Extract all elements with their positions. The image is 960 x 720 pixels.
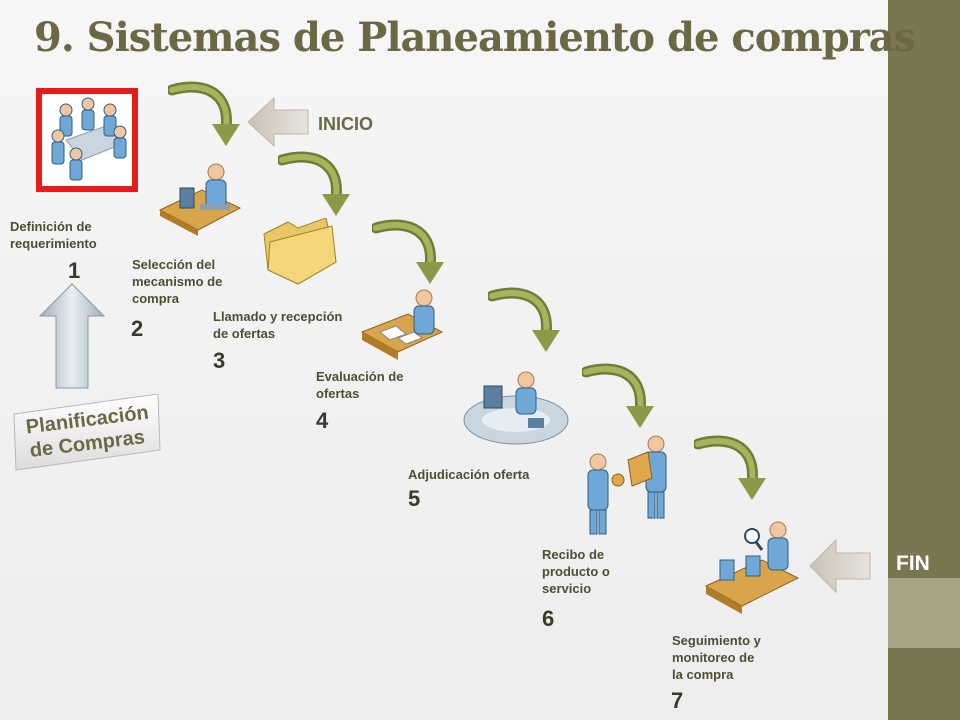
workstation-desk-icon: [463, 371, 569, 445]
step-5-number: 5: [408, 486, 421, 511]
end-arrow-icon: [809, 538, 871, 594]
step-3-number: 3: [213, 348, 226, 373]
person-computer-desk-icon: [158, 163, 242, 236]
curve-arrow-icon: [694, 435, 766, 500]
step-4-label: Evaluación de ofertas: [316, 369, 404, 401]
step-6-label: Recibo de producto o servicio: [542, 547, 610, 596]
person-reading-documents-icon: [360, 289, 444, 360]
curve-arrow-icon: [372, 219, 444, 284]
step-2-number: 2: [131, 316, 144, 341]
end-label: FIN: [896, 552, 930, 575]
step-2-label: Selección del mecanismo de compra: [132, 257, 223, 306]
curve-arrow-icon: [582, 363, 654, 428]
start-arrow-icon: [247, 96, 309, 148]
step-7-number: 7: [671, 688, 684, 713]
step-7-label: Seguimiento y monitoreo de la compra: [672, 633, 761, 682]
step-1-number: 1: [68, 258, 81, 283]
start-label: INICIO: [318, 114, 374, 134]
step-3-label: Llamado y recepción de ofertas: [213, 309, 343, 341]
curve-arrow-icon: [168, 81, 240, 146]
up-arrow-icon: [38, 283, 106, 389]
people-delivery-icon: [587, 435, 667, 535]
meeting-people-icon: [36, 88, 138, 192]
step-6-number: 6: [542, 606, 555, 631]
step-1-label: Definición de requerimiento: [10, 219, 97, 251]
planning-badge: Planificación de Compras: [13, 394, 161, 471]
page-title: 9. Sistemas de Planeamiento de compras: [34, 14, 916, 61]
step-5-label: Adjudicación oferta: [408, 467, 530, 482]
curve-arrow-icon: [278, 151, 350, 216]
folder-icon: [263, 218, 337, 285]
conveyor-inspection-icon: [704, 521, 800, 614]
curve-arrow-icon: [488, 287, 560, 352]
sidebar-band: [888, 578, 960, 648]
step-4-number: 4: [316, 408, 329, 433]
sidebar: [888, 0, 960, 720]
